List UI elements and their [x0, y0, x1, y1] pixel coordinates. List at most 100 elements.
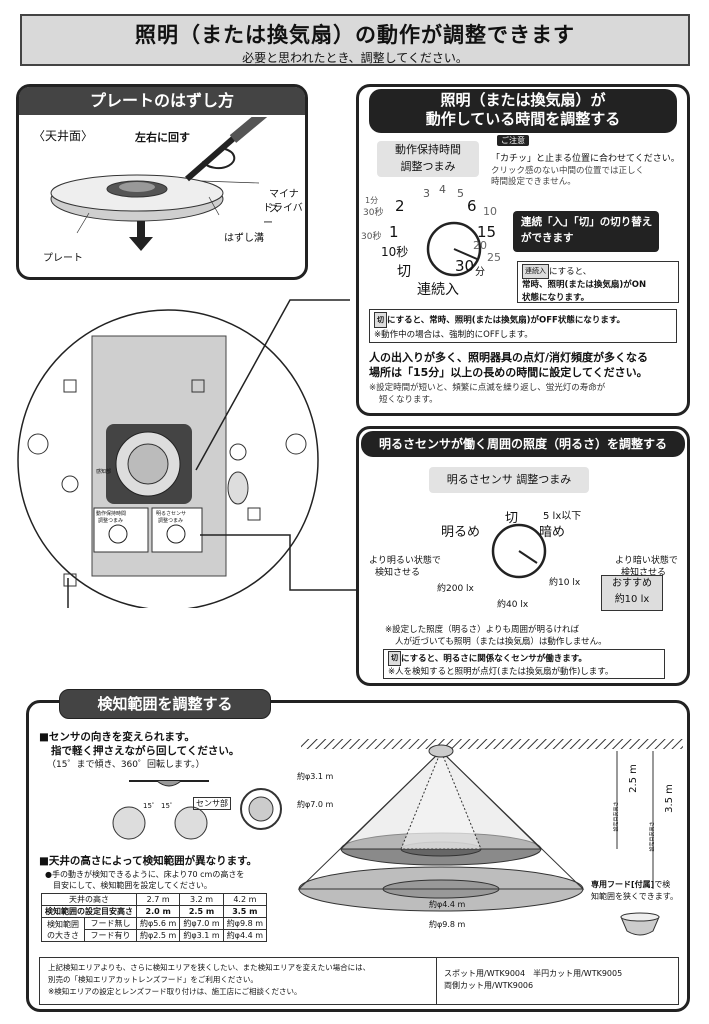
caution-main: 「カチッ」と止まる位置に合わせてください。 [491, 154, 680, 164]
page-subtitle: 必要と思われたとき、調整してください。 [242, 51, 468, 65]
dial-30s-a: 30秒 [363, 208, 384, 218]
dial-4: 4 [439, 183, 446, 196]
brightness-off: 切 [505, 511, 519, 526]
table-range-label-2: の大きさ [47, 930, 80, 940]
timer-off-box: 切にすると、常時、照明(または換気扇)がOFF状態になります。 ※動作中の場合は… [369, 309, 677, 343]
brightness-off-tag: 切 [388, 651, 401, 666]
range-panel-title: 検知範囲を調整する [59, 689, 271, 719]
plate-panel-title: プレートのはずし方 [19, 87, 305, 115]
recommended-value: 約10 lx [614, 594, 650, 605]
dim-7-0m: 約φ7.0 m [297, 800, 334, 809]
bottom-note-1: 上記検知エリアよりも、さらに検知エリアを狭くしたい、また検知エリアを変えたい場合… [48, 963, 371, 972]
height-note-1: ●手の動きが検知できるように、床より70 cmの高さを [45, 870, 245, 879]
direction-line-3: （15゜まで傾き、360゜回転します。） [47, 760, 205, 770]
brightness-note-1: ※設定した照度（明るさ）よりも周囲が明るければ [385, 625, 579, 635]
brightness-left-2: 検知させる [375, 568, 421, 578]
table-cell: 約φ4.4 m [222, 929, 268, 942]
height-note-a: 設定目安高さ [613, 801, 620, 832]
continuous-line-3: 状態になります。 [522, 293, 590, 303]
height-heading: ■天井の高さによって検知範囲が異なります。 [39, 855, 258, 867]
brightness-40lux: 約40 lx [497, 600, 529, 610]
bottom-note-3: ※検知エリアの設定とレンズフード取り付けは、施工店にご相談ください。 [48, 987, 302, 996]
table-cell: フード有り [84, 929, 137, 942]
recommend-line-2: 場所は「15分」以上の長めの時間に設定してください。 [369, 366, 648, 379]
warn-line-1: ※設定時間が短いと、頻繁に点滅を繰り返し、蛍光灯の寿命が [369, 383, 606, 393]
table-cell: 約φ9.8 m [222, 917, 268, 930]
dial-off: 切 [397, 264, 411, 280]
timer-panel: 照明（または換気扇）が 動作している時間を調整する 動作保持時間 調整つまみ ご… [356, 84, 690, 416]
range-panel: 検知範囲を調整する ■センサの向きを変えられます。 指で軽く押さえながら回してく… [26, 689, 690, 1012]
dial-30s-b: 30秒 [361, 232, 382, 242]
brightness-dial [491, 523, 547, 579]
table-row: 天井の高さ 2.7 m 3.2 m 4.2 m [41, 893, 268, 906]
dial-continuous: 連続入 [417, 282, 459, 298]
brightness-panel-title: 明るさセンサが働く周囲の照度（明るさ）を調整する [361, 431, 685, 457]
switch-line-1: 連続「入」「切」の切り替え [521, 216, 653, 228]
dial-6: 6 [467, 197, 477, 215]
rotate-label: 左右に回す [135, 131, 190, 144]
plate-label: プレート [43, 253, 83, 264]
switch-box: 連続「入」「切」の切り替え ができます [513, 211, 659, 252]
table-cell: フード無し [84, 917, 137, 930]
product-line-1: スポット用/WTK9004 半円カット用/WTK9005 [444, 969, 623, 978]
table-cell: 3.5 m [222, 905, 268, 918]
dim-3-1m: 約φ3.1 m [297, 772, 334, 781]
detection-cone-diagram [297, 739, 683, 912]
hood-note-1: 専用フード[付属] [591, 880, 655, 889]
brightness-off-line-1: にすると、明るさに関係なくセンサが働きます。 [401, 654, 587, 664]
dim-9-8m: 約φ9.8 m [429, 920, 466, 929]
dial-1: 1 [389, 223, 399, 241]
ceiling-label: 〈天井面〉 [33, 129, 94, 143]
dial-20: 20 [473, 239, 487, 252]
table-row: フード有り 約φ2.5 m 約φ3.1 m 約φ4.4 m [42, 929, 268, 942]
brightness-bright: 明るめ [441, 525, 481, 540]
dial-15: 15 [477, 223, 497, 241]
brightness-dark: 暗め [539, 525, 566, 540]
device-label-light-1: 明るさセンサ [156, 511, 187, 517]
timer-off-line-2: ※動作中の場合は、強制的にOFFします。 [374, 330, 533, 340]
timer-off-line-1: にすると、常時、照明(または換気扇)がOFF状態になります。 [387, 315, 626, 326]
height-2-5m: 2.5 m [627, 764, 639, 793]
brightness-off-line-2: ※人を検知すると照明が点灯(または換気扇が動作)します。 [388, 667, 614, 677]
brightness-10lux: 約10 lx [549, 578, 581, 588]
table-row: 検知範囲の設定目安高さ 2.0 m 2.5 m 3.5 m [41, 905, 268, 918]
height-3-5m: 3.5 m [663, 784, 675, 813]
angle-label-1: 15゜ [143, 802, 159, 810]
page-title: 照明（または換気扇）の動作が調整できます [135, 23, 575, 47]
table-cell: 約φ5.6 m [135, 917, 181, 930]
switch-line-2: ができます [521, 232, 574, 244]
table-cell: 約φ7.0 m [179, 917, 224, 930]
range-table: 天井の高さ 2.7 m 3.2 m 4.2 m 検知範囲の設定目安高さ 2.0 … [40, 893, 268, 942]
caution-sub-2: 時間設定できません。 [491, 177, 576, 187]
brightness-200lux: 約200 lx [437, 584, 474, 594]
dial-10s: 10秒 [381, 245, 409, 259]
timer-dial [426, 221, 482, 277]
dial-30: 30 [455, 257, 475, 275]
direction-line-2: 指で軽く押さえながら回してください。 [51, 745, 240, 757]
product-line-2: 両側カット用/WTK9006 [444, 981, 534, 990]
sensor-part-label: センサ部 [193, 797, 231, 810]
timer-title-line1: 照明（または換気扇）が [440, 91, 606, 109]
timer-title-line2: 動作している時間を調整する [425, 110, 621, 128]
table-range-label-1: 検知範囲 [47, 919, 80, 929]
hood-icon [620, 912, 660, 936]
warn-line-2: 短くなります。 [379, 395, 438, 405]
bottom-note-2: 別売の「検知エリアカットレンズフード」をご利用ください。 [48, 975, 258, 984]
table-cell: 天井の高さ [41, 893, 137, 906]
device-label-light-2: 調整つまみ [158, 518, 184, 524]
direction-line-1: ■センサの向きを変えられます。 [39, 731, 195, 743]
caution-sub-1: クリック感のない中間の位置では正しく [491, 166, 645, 176]
continuous-line-1: にすると、 [549, 267, 592, 277]
continuous-line-2: 常時、照明(または換気扇)がON [522, 280, 647, 290]
driver-label-2: ドライバー [263, 203, 303, 229]
dial-min-unit: 分 [475, 267, 485, 278]
groove-label: はずし溝 [224, 233, 264, 244]
recommended-box: おすすめ 約10 lx [601, 575, 663, 611]
product-divider [436, 958, 437, 1004]
brightness-5lux: 5 lx以下 [543, 511, 582, 522]
hood-note: 専用フード[付属]で検 知範囲を狭くできます。 [591, 879, 687, 903]
top-banner: 照明（または換気扇）の動作が調整できます 必要と思われたとき、調整してください。 [20, 14, 690, 66]
caution-badge: ご注意 [497, 135, 529, 146]
brightness-note-2: 人が近づいても照明（または換気扇）は動作しません。 [395, 637, 607, 647]
